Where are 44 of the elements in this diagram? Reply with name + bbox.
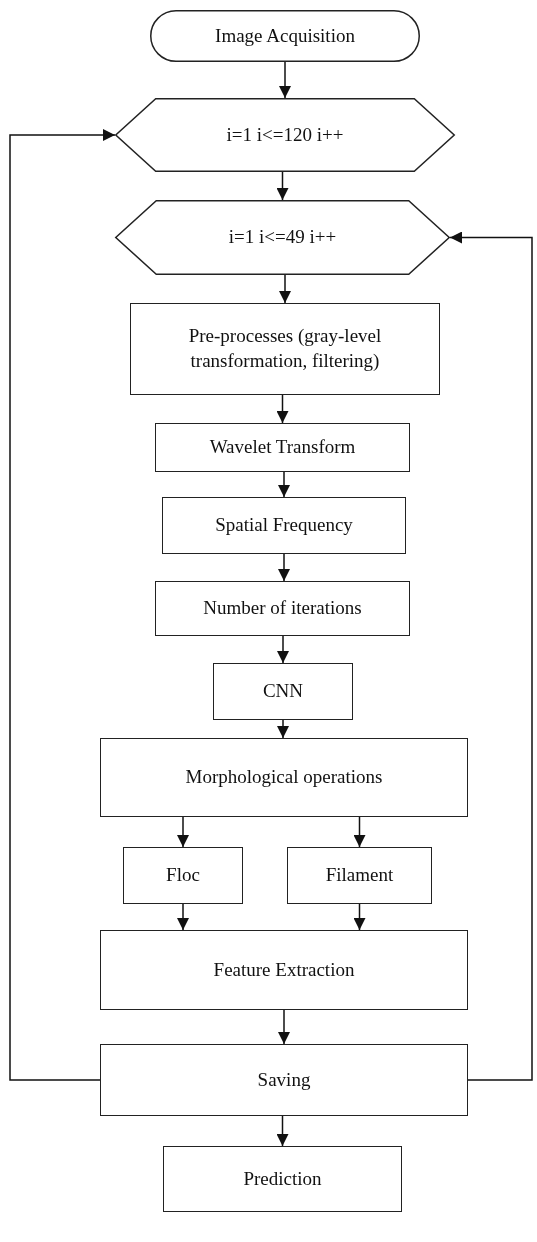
arrow xyxy=(276,171,289,201)
process-box xyxy=(130,303,440,395)
node-label: CNN xyxy=(261,679,305,704)
arrow xyxy=(276,394,289,424)
arrow xyxy=(278,1009,290,1045)
arrow xyxy=(278,553,290,582)
process-box xyxy=(100,930,468,1010)
node-label: i=1 i<=49 i++ xyxy=(227,225,338,250)
node-label: Floc xyxy=(165,863,201,888)
node-label: i=1 i<=120 i++ xyxy=(225,122,345,147)
arrow xyxy=(353,903,366,931)
arrow xyxy=(277,719,289,739)
node-label: Feature Extraction xyxy=(212,957,356,982)
terminator-shape xyxy=(150,10,420,62)
process-box xyxy=(163,1146,402,1212)
process-box xyxy=(100,1044,468,1116)
arrow xyxy=(353,816,366,848)
arrow xyxy=(279,274,291,304)
arrow xyxy=(9,129,116,1081)
arrow xyxy=(277,635,289,664)
process-box xyxy=(100,738,468,817)
loop-hexagon xyxy=(115,200,450,275)
process-box xyxy=(287,847,432,904)
process-box xyxy=(155,423,410,472)
process-box xyxy=(162,497,406,554)
arrow xyxy=(278,471,290,498)
node-label: Saving xyxy=(256,1067,312,1092)
arrow xyxy=(177,816,189,848)
node-label: Wavelet Transform xyxy=(208,435,357,460)
process-box xyxy=(213,663,353,720)
node-label: Spatial Frequency xyxy=(214,513,354,538)
node-label: Morphological operations xyxy=(184,765,384,790)
arrow xyxy=(279,61,291,99)
process-box xyxy=(123,847,243,904)
node-label: Image Acquisition xyxy=(214,23,356,48)
process-box xyxy=(155,581,410,636)
node-label: Filament xyxy=(324,863,395,888)
node-label: Pre-processes (gray-level transformation, filtering) xyxy=(187,324,383,373)
arrow xyxy=(177,903,189,931)
loop-hexagon xyxy=(115,98,455,172)
node-label: Prediction xyxy=(242,1166,323,1191)
arrow xyxy=(276,1115,289,1147)
arrow xyxy=(449,231,533,1081)
node-label: Number of iterations xyxy=(202,596,363,621)
